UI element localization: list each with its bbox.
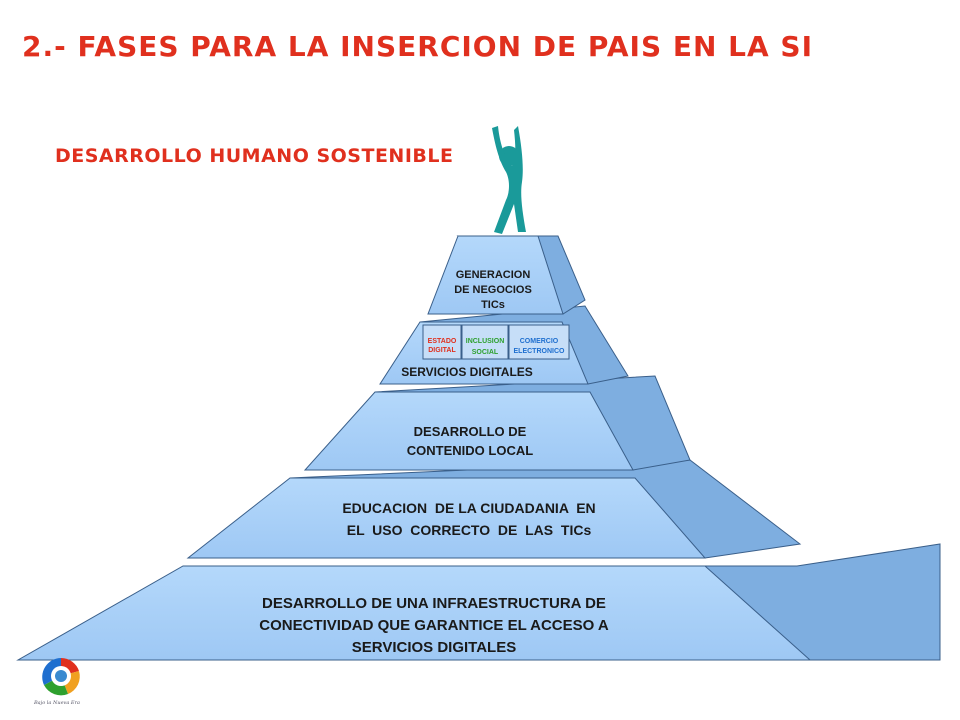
service-box-comercio [508,324,570,360]
service-estado-line2: DIGITAL [428,347,456,354]
education-label-line2: EL USO CORRECTO DE LAS TICs [347,522,592,538]
service-estado-line1: ESTADO [428,338,457,345]
service-comercio-line2: ELECTRONICO [514,348,566,355]
infra-label-line3: SERVICIOS DIGITALES [352,639,516,656]
level-top [427,235,586,315]
infra-label-line1: DESARROLLO DE UNA INFRAESTRUCTURA DE [262,595,606,612]
education-label-line1: EDUCACION DE LA CIUDADANIA EN [342,500,595,516]
top-label-line1: GENERACION [456,269,531,281]
service-inclusion-line2: SOCIAL [472,349,499,356]
content-label-line1: DESARROLLO DE [414,424,527,439]
content-label-line2: CONTENIDO LOCAL [407,443,533,458]
service-box-estado [422,324,462,360]
top-label-line3: TICs [481,299,505,311]
level-content [303,375,691,471]
page-title: 2.- FASES PARA LA INSERCION DE PAIS EN L… [22,30,814,63]
subtitle: DESARROLLO HUMANO SOSTENIBLE [55,145,454,167]
services-label: SERVICIOS DIGITALES [401,365,533,379]
service-comercio-line1: COMERCIO [520,338,559,345]
service-box-inclusion [461,324,509,360]
person-figure-icon [492,126,526,234]
logo-icon [42,658,80,696]
infra-label-line2: CONECTIVIDAD QUE GARANTICE EL ACCESO A [259,617,609,634]
top-label-line2: DE NEGOCIOS [454,284,532,296]
level-infra [16,543,941,661]
logo-caption: Bajo la Nueva Era [34,700,80,706]
service-inclusion-line1: INCLUSION [466,338,505,345]
